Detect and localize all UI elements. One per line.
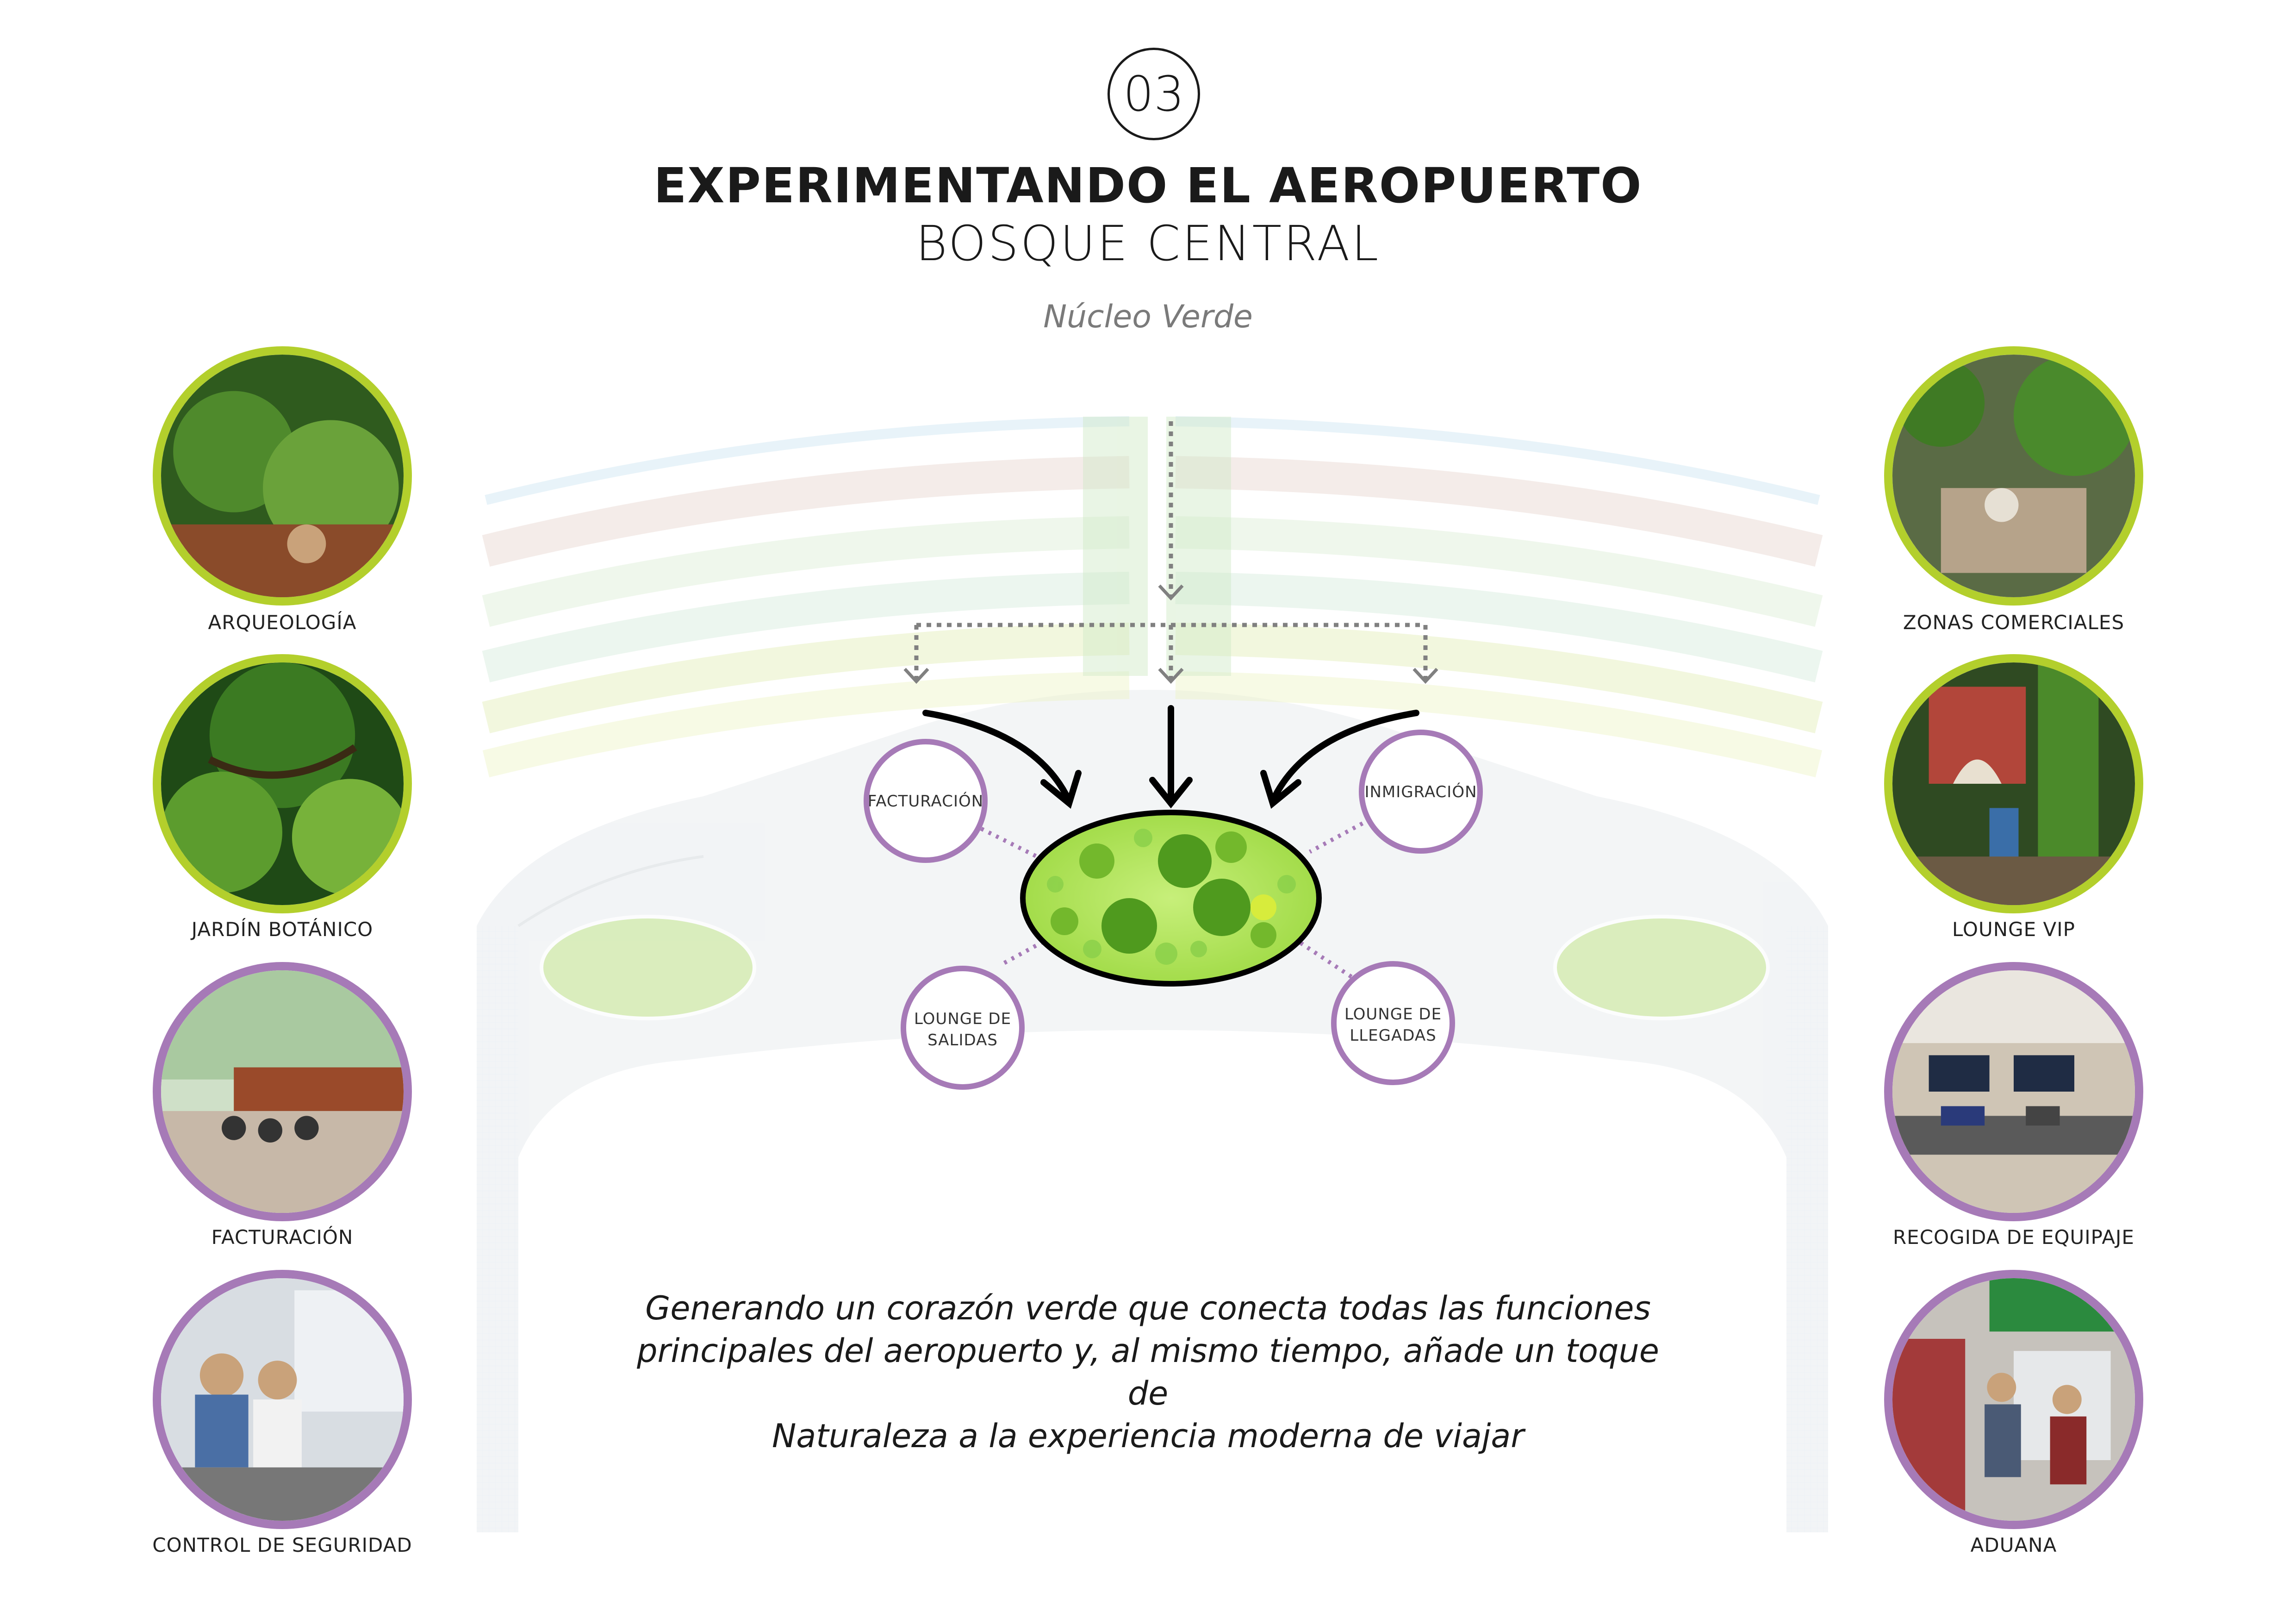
description-text: Generando un corazón verde que conecta t… [625,1287,1671,1457]
section-number-badge: 03 [1108,48,1200,140]
right-tree-rows [1175,416,1823,778]
page-subtitle: BOSQUE CENTRAL [915,215,1381,272]
label-facturacion: FACTURACIÓN [211,1226,354,1249]
left-tree-rows [482,416,1130,778]
facturacion-node [864,739,988,863]
lounge-salidas-label-2: SALIDAS [927,1031,998,1049]
lounge-salidas-node [901,966,1025,1090]
inmigracion-node [1359,730,1483,854]
label-jardin-botanico: JARDÍN BOTÁNICO [191,918,373,941]
page-title: EXPERIMENTANDO EL AEROPUERTO [653,157,1643,214]
facturacion-label: FACTURACIÓN [868,792,983,811]
label-lounge-vip: LOUNGE VIP [1952,918,2075,941]
label-recogida-equipaje: RECOGIDA DE EQUIPAJE [1893,1226,2134,1249]
right-garden-oval [1553,915,1770,1020]
label-zonas-comerciales: ZONAS COMERCIALES [1903,611,2125,634]
photo-recogida-equipaje [1884,962,2143,1221]
photo-jardin-botanico [153,654,412,913]
central-tree-strip [1083,417,1231,676]
lounge-llegadas-label-1: LOUNGE DE [1344,1005,1442,1024]
photo-aduana [1884,1270,2143,1529]
photo-facturacion [153,962,412,1221]
function-connectors [980,818,1371,979]
label-control-seguridad: CONTROL DE SEGURIDAD [152,1534,412,1556]
central-green-core [1020,810,1322,987]
photo-arqueologia [153,346,412,606]
photo-lounge-vip [1884,654,2143,913]
inmigracion-label: INMIGRACIÓN [1364,782,1477,801]
function-circles [864,730,1483,1090]
photo-control-seguridad [153,1270,412,1529]
lounge-llegadas-label-2: LLEGADAS [1350,1026,1436,1045]
description-line-1: Generando un corazón verde que conecta t… [645,1289,1651,1327]
description-line-3: Naturaleza a la experiencia moderna de v… [772,1417,1524,1455]
terminal-building-silhouette [477,690,1828,1532]
photo-zonas-comerciales [1884,346,2143,606]
central-forest-diagram: FACTURACIÓN INMIGRACIÓN LOUNGE DE SALIDA… [477,416,1828,1532]
section-number: 03 [1123,66,1185,122]
diagram-caption: Núcleo Verde [1043,299,1253,335]
flow-arrowheads [903,584,1438,684]
flow-dotted-lines [914,421,1428,681]
main-arrows [922,705,1419,809]
label-aduana: ADUANA [1970,1534,2057,1556]
lounge-salidas-label-1: LOUNGE DE [914,1010,1011,1028]
label-arqueologia: ARQUEOLOGÍA [208,611,357,634]
lounge-llegadas-node [1331,961,1455,1085]
description-line-2: principales del aeropuerto y, al mismo t… [637,1332,1659,1412]
left-garden-oval [540,915,756,1020]
